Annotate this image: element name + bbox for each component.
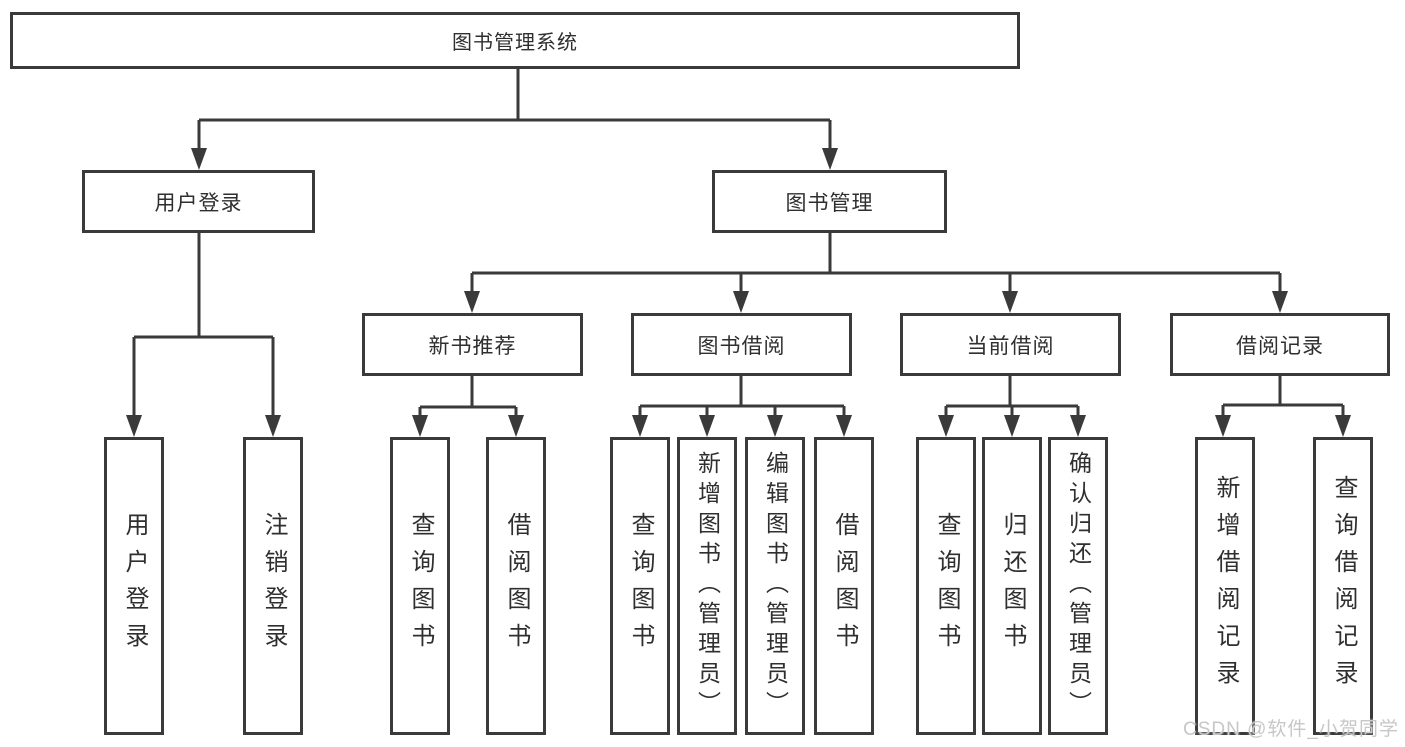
node-leaf-user-login: 用户登录: [104, 437, 164, 735]
node-leaf-return-books: 归还图书: [982, 437, 1042, 735]
node-leaf-query-books-1: 查询图书: [390, 437, 450, 735]
node-leaf-add-borrow-record: 新增借阅记录: [1195, 437, 1255, 735]
node-book-management: 图书管理: [712, 170, 947, 233]
node-leaf-edit-books-admin: 编辑图书（管理员）: [745, 437, 805, 735]
node-new-book-recommend: 新书推荐: [362, 313, 583, 376]
csdn-watermark: CSDN @软件_小贺同学: [1183, 719, 1399, 740]
node-book-borrowing: 图书借阅: [631, 313, 852, 376]
node-leaf-query-borrow-record: 查询借阅记录: [1313, 437, 1373, 735]
node-leaf-logout: 注销登录: [243, 437, 303, 735]
node-user-login: 用户登录: [82, 170, 315, 233]
node-leaf-query-books-3: 查询图书: [916, 437, 976, 735]
node-leaf-borrow-books-1: 借阅图书: [486, 437, 546, 735]
node-leaf-add-books-admin: 新增图书（管理员）: [677, 437, 737, 735]
node-leaf-query-books-2: 查询图书: [610, 437, 670, 735]
node-leaf-borrow-books-2: 借阅图书: [814, 437, 874, 735]
node-borrowing-records: 借阅记录: [1170, 313, 1390, 376]
node-library-management-system: 图书管理系统: [10, 12, 1020, 69]
node-leaf-confirm-return-admin: 确认归还（管理员）: [1048, 437, 1108, 735]
node-current-borrowing: 当前借阅: [900, 313, 1121, 376]
